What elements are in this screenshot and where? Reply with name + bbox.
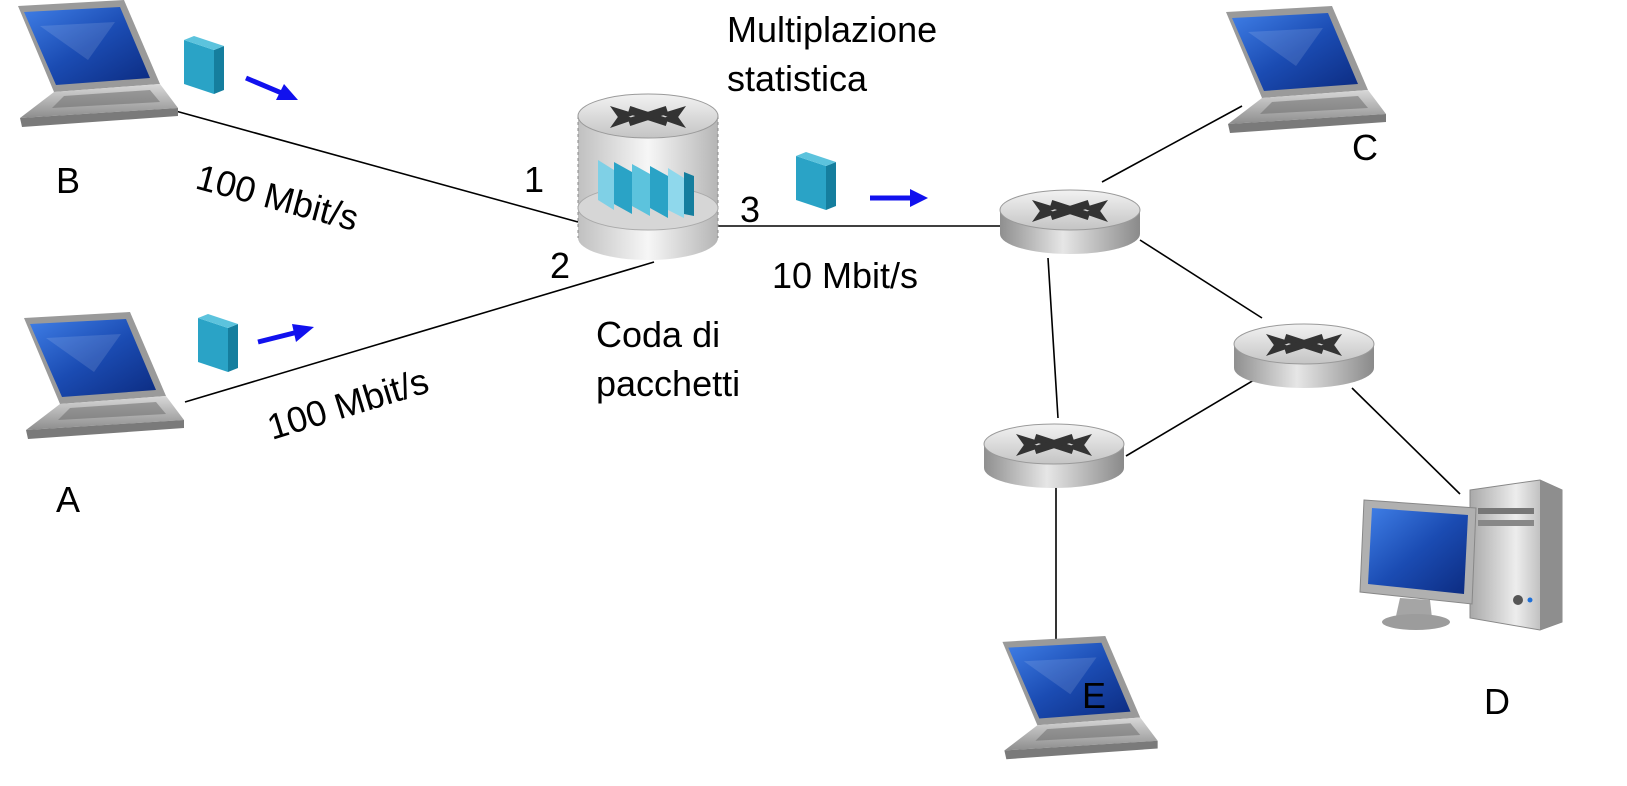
router-icon [983,423,1125,489]
port-label-2: 2 [550,245,570,286]
queued-packets [598,160,694,218]
link-a-to-queue [184,261,655,403]
mux-title-line2: statistica [727,58,868,99]
link-router1-to-c [1101,105,1243,183]
router-icon [1233,323,1375,389]
router-icon [999,189,1141,255]
link-router1-to-router3 [1047,257,1059,419]
port-label-3: 3 [740,189,760,230]
port-label-1: 1 [524,159,544,200]
queue-router-icon [577,93,719,260]
arrow-icon [245,75,298,100]
laptop-icon [1002,636,1158,760]
host-label-c: C [1352,127,1378,168]
links [171,105,1461,640]
packet-icon [198,314,238,372]
host-label-e: E [1082,675,1106,716]
link-b-to-queue [171,109,579,223]
packet-icon [184,36,224,94]
mux-title-line1: Multiplazione [727,9,937,50]
link-router2-to-router3 [1125,379,1255,457]
laptop-icon [1226,6,1386,133]
host-label-d: D [1484,681,1510,722]
queue-caption-line1: Coda di [596,314,720,355]
desktop-computer-icon [1359,479,1563,631]
queue-caption-line2: pacchetti [596,363,740,404]
host-label-b: B [56,160,80,201]
laptop-icon [18,0,178,127]
link-rate-b: 100 Mbit/s [192,156,363,239]
link-rate-out: 10 Mbit/s [772,255,918,296]
link-rate-a: 100 Mbit/s [262,360,433,448]
packet-icon [796,152,836,210]
link-router2-to-d [1351,387,1461,495]
laptop-icon [24,312,184,439]
arrow-icon [870,189,928,207]
arrow-icon [257,324,314,345]
link-router1-to-router2 [1139,239,1263,319]
host-label-a: A [56,479,80,520]
